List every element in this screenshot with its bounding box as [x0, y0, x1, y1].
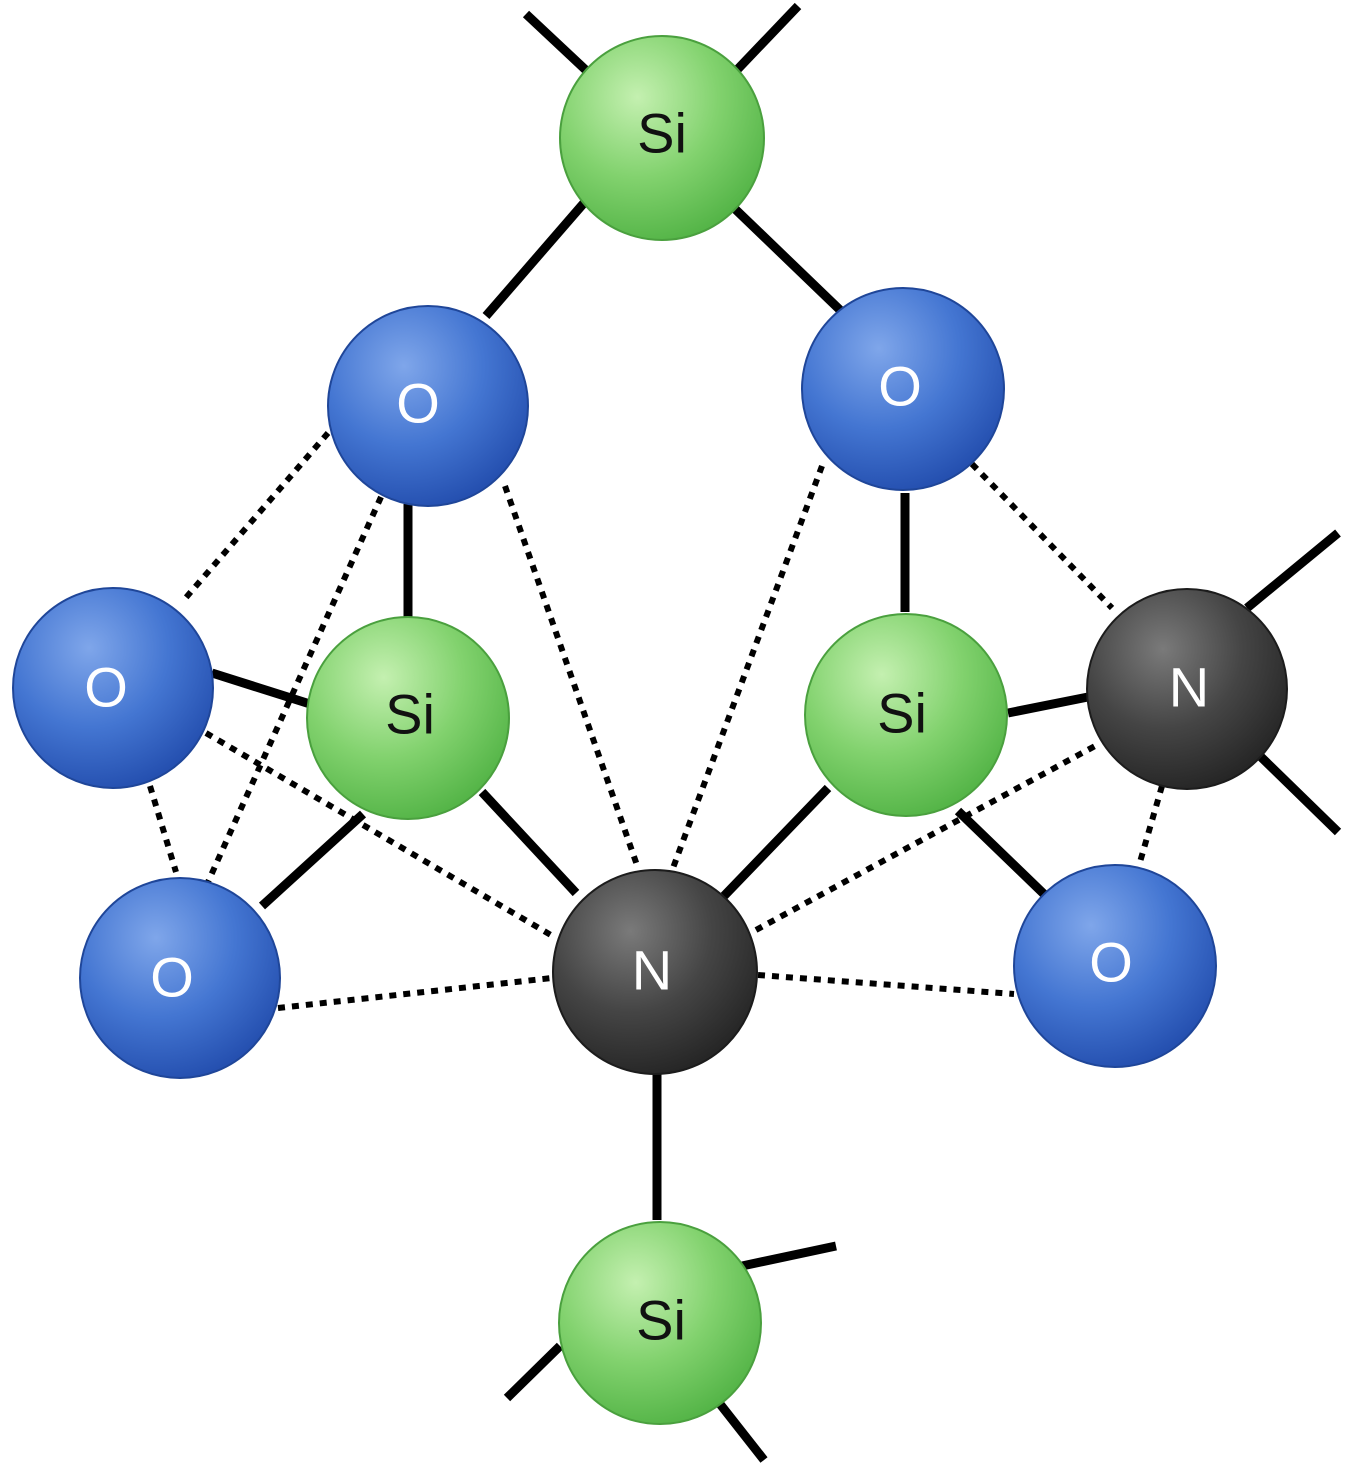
oxygen-atom: [801, 287, 1005, 491]
dotted-o-upper-left-o-lower-left: [205, 495, 384, 884]
dotted-n-right-o-lower-right: [1137, 785, 1165, 863]
atom-label: N: [1169, 656, 1209, 719]
nitrogen-atom: [552, 869, 758, 1075]
atom-o-left: O: [12, 587, 214, 789]
silicon-atom: [558, 1221, 762, 1425]
bond-si-right-n-center: [720, 784, 832, 900]
atom-n-right: N: [1086, 588, 1288, 790]
dotted-o-upper-right-n-center: [670, 464, 825, 870]
atom-label: Si: [637, 102, 687, 165]
atom-label: O: [396, 372, 440, 435]
bond-si-top-stub-left: [522, 10, 594, 78]
solid-bonds: [210, 2, 1342, 1463]
bond-si-right-o-lower-right: [954, 807, 1050, 900]
atom-label: O: [878, 355, 922, 418]
oxygen-atom: [1013, 864, 1217, 1068]
dotted-o-upper-right-n-right: [969, 461, 1115, 611]
atom-label: N: [632, 939, 672, 1002]
atom-label: Si: [385, 683, 435, 746]
silicon-atom: [804, 613, 1008, 817]
bond-si-bottom-stub-lower: [716, 1401, 768, 1463]
bond-si-bottom-stub-left: [503, 1342, 564, 1402]
bond-si-top-o-upper-right: [729, 203, 844, 314]
atom-label: O: [1089, 931, 1133, 994]
atom-o-upper-left: O: [327, 305, 529, 507]
atom-o-lower-right: O: [1013, 864, 1217, 1068]
oxygen-atom: [327, 305, 529, 507]
oxygen-atom: [12, 587, 214, 789]
atom-label: O: [84, 656, 128, 719]
silicon-atom: [306, 616, 510, 820]
dotted-bonds: [147, 431, 1165, 1011]
bond-si-top-stub-right: [731, 2, 802, 76]
atom-o-upper-right: O: [801, 287, 1005, 491]
atom-si-bottom: Si: [558, 1221, 762, 1425]
bond-n-right-stub-upper: [1244, 529, 1341, 612]
bond-si-right-n-right: [1007, 692, 1089, 718]
atom-n-center: N: [552, 869, 758, 1075]
atom-label: O: [150, 946, 194, 1009]
silicon-atom: [559, 35, 765, 241]
atom-si-left: Si: [306, 616, 510, 820]
bond-si-left-n-center: [478, 788, 580, 897]
dotted-n-center-o-lower-right: [757, 972, 1015, 997]
atom-label: Si: [877, 682, 927, 745]
dotted-o-left-n-center: [204, 730, 558, 941]
atom-si-right: Si: [804, 613, 1008, 817]
atom-o-lower-left: O: [79, 877, 281, 1079]
atom-label: Si: [636, 1289, 686, 1352]
bond-si-bottom-stub-right: [741, 1241, 837, 1271]
oxygen-atom: [79, 877, 281, 1079]
bond-si-left-o-lower-left: [258, 810, 367, 910]
atom-si-top: Si: [559, 35, 765, 241]
bond-n-right-stub-lower: [1256, 752, 1342, 836]
bond-si-top-o-upper-left: [482, 193, 594, 319]
nitrogen-atom: [1086, 588, 1288, 790]
dotted-o-upper-left-n-center: [502, 485, 641, 869]
dotted-o-left-o-lower-left: [147, 785, 179, 873]
bond-o-left-si-left: [210, 668, 312, 709]
dotted-o-lower-left-n-center: [277, 975, 553, 1011]
dotted-o-upper-left-o-left: [180, 431, 331, 603]
